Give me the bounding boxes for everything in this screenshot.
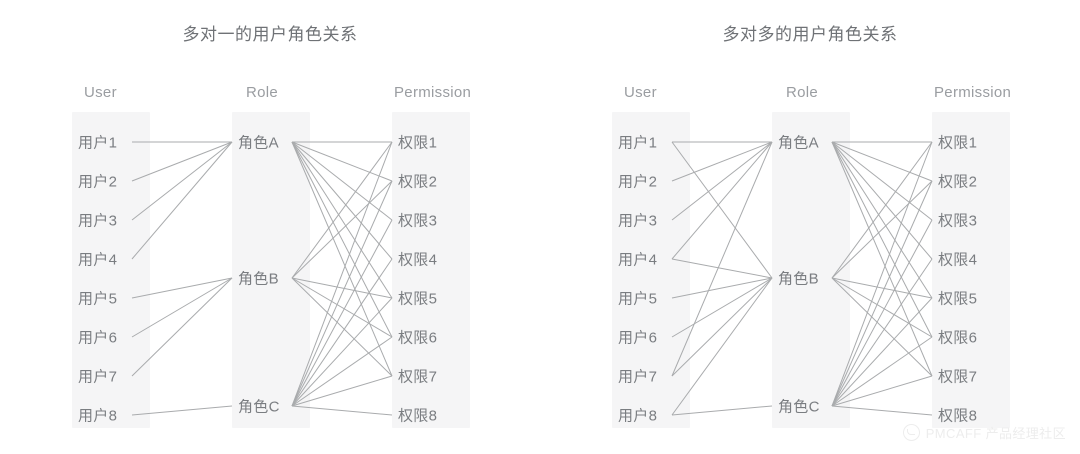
permission-node: 权限5 <box>938 290 978 308</box>
diagram-title: 多对一的用户角色关系 <box>182 25 358 44</box>
user-node: 用户2 <box>618 173 658 191</box>
role-node: 角色C <box>778 398 820 416</box>
column-header-user: User <box>84 84 117 101</box>
diagram-many-to-many: 多对多的用户角色关系 用户1 用户2 用户3 用户4 用户5 用户6 用户7 用户8 角色A 角色… <box>540 0 1080 454</box>
user-node: 用户5 <box>78 290 118 308</box>
permission-node: 权限7 <box>938 368 978 386</box>
user-node: 用户4 <box>78 251 118 269</box>
permission-node: 权限5 <box>398 290 438 308</box>
user-node: 用户8 <box>78 407 118 425</box>
user-node: 用户8 <box>618 407 658 425</box>
watermark: PMCAFF 产品经理社区 <box>902 423 1066 442</box>
permission-node: 权限4 <box>938 251 978 269</box>
column-header-permission: Permission <box>934 84 1012 101</box>
pmcaff-logo-icon <box>902 424 920 441</box>
diagram-many-to-one: 多对一的用户角色关系 用户1 用户2 用户3 用户4 用户5 用户6 用户7 用户8 角色A 角色… <box>78 25 472 428</box>
user-node: 用户3 <box>78 212 118 230</box>
permission-node: 权限2 <box>398 173 438 191</box>
user-node: 用户5 <box>618 290 658 308</box>
role-node: 角色B <box>778 270 819 288</box>
user-node: 用户6 <box>618 329 658 347</box>
permission-node: 权限4 <box>398 251 438 269</box>
permission-node: 权限2 <box>938 173 978 191</box>
diagram-title: 多对多的用户角色关系 <box>722 25 898 44</box>
role-node: 角色B <box>238 270 279 288</box>
permission-node: 权限8 <box>938 407 978 425</box>
permission-node: 权限1 <box>938 134 978 152</box>
permission-node: 权限8 <box>398 407 438 425</box>
user-node: 用户4 <box>618 251 658 269</box>
user-node: 用户7 <box>78 368 118 386</box>
permission-node: 权限3 <box>938 212 978 230</box>
permission-node: 权限6 <box>398 329 438 347</box>
permission-column-band <box>932 112 1010 428</box>
permission-node: 权限7 <box>398 368 438 386</box>
permission-node: 权限3 <box>398 212 438 230</box>
user-node: 用户3 <box>618 212 658 230</box>
permission-node: 权限6 <box>938 329 978 347</box>
watermark-text: PMCAFF 产品经理社区 <box>925 426 1066 441</box>
column-header-role: Role <box>246 84 279 101</box>
role-node: 角色C <box>238 398 280 416</box>
column-header-user: User <box>624 84 657 101</box>
column-header-role: Role <box>786 84 819 101</box>
user-node: 用户1 <box>618 134 658 152</box>
user-node: 用户1 <box>78 134 118 152</box>
role-node: 角色A <box>778 134 819 152</box>
column-header-permission: Permission <box>394 84 472 101</box>
permission-column-band <box>392 112 470 428</box>
permission-node: 权限1 <box>398 134 438 152</box>
user-node: 用户7 <box>618 368 658 386</box>
user-node: 用户2 <box>78 173 118 191</box>
role-node: 角色A <box>238 134 279 152</box>
user-node: 用户6 <box>78 329 118 347</box>
